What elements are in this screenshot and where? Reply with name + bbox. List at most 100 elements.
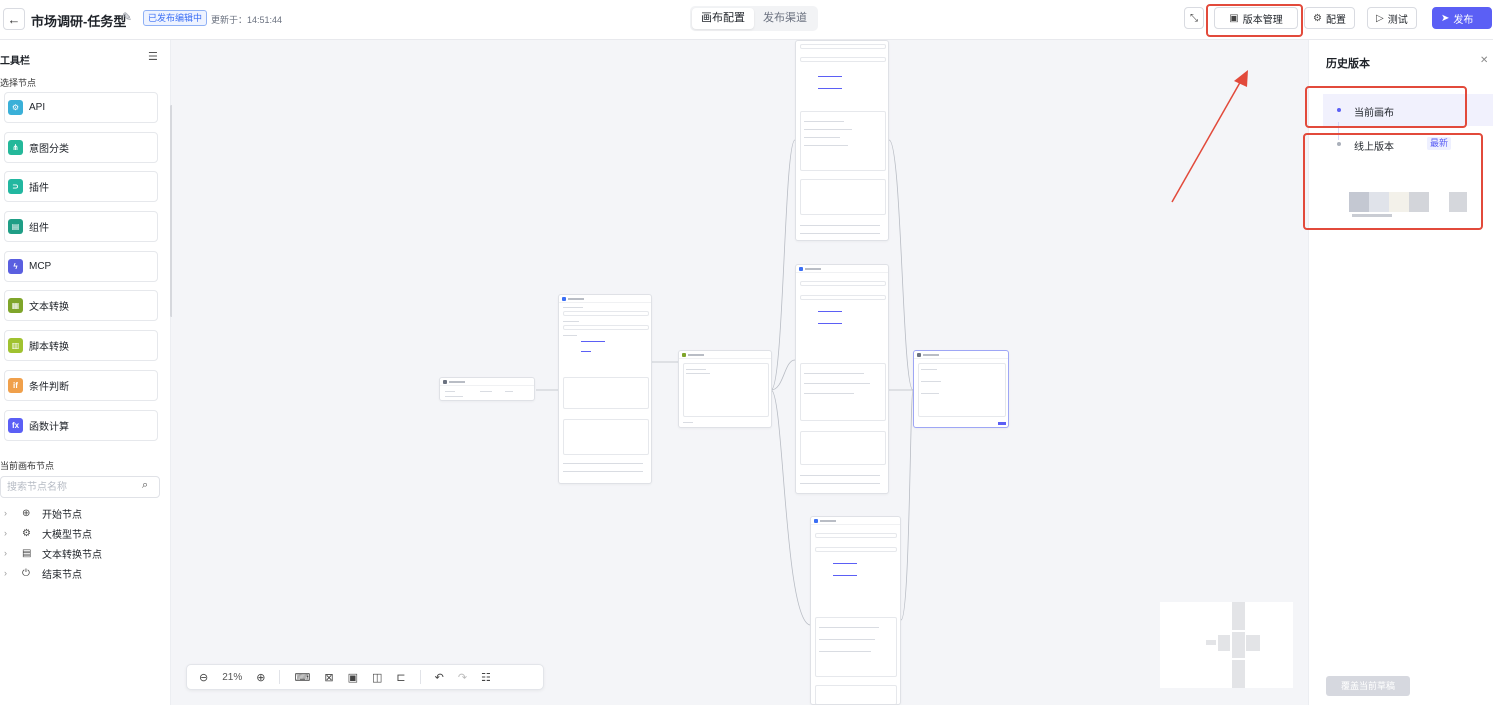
condition-icon: if xyxy=(8,378,23,393)
version-dot xyxy=(1337,108,1341,112)
node-item-label: 插件 xyxy=(29,183,49,194)
history-panel: 历史版本 ✕ 当前画布 线上版本 最新 覆盖当前草稿 xyxy=(1308,40,1493,705)
canvas-nodes-label: 当前画布节点 xyxy=(0,461,55,471)
workflow-node-llm-top[interactable] xyxy=(795,40,889,241)
zoom-out-icon[interactable]: ⊖ xyxy=(199,671,209,684)
blurred-info xyxy=(1349,192,1369,212)
toolbar-scrollbar[interactable] xyxy=(170,105,173,317)
add-note-icon[interactable]: ▣ xyxy=(347,671,358,684)
select-nodes-label: 选择节点 xyxy=(0,78,37,88)
undo-icon[interactable]: ↶ xyxy=(434,671,444,684)
node-item-function[interactable]: fx 函数计算 xyxy=(4,410,158,441)
node-item-label: 文本转换 xyxy=(29,302,69,313)
tree-item-label: 文本转换节点 xyxy=(42,549,102,561)
zoom-in-icon[interactable]: ⊕ xyxy=(256,671,266,684)
edge-text-llm-mid xyxy=(770,359,796,391)
publish-button[interactable]: ➤ 发布 xyxy=(1432,7,1492,29)
node-item-api[interactable]: ⚙ API xyxy=(4,92,158,123)
component-icon: ▤ xyxy=(8,219,23,234)
node-item-mcp[interactable]: ϟ MCP xyxy=(4,251,158,282)
minimap[interactable] xyxy=(1160,602,1293,688)
workflow-node-end[interactable] xyxy=(913,350,1009,428)
canvas-toolbar: ⊖ 21% ⊕ ⌨ ⊠ ▣ ◫ ⊏ ↶ ↷ ☷ xyxy=(186,664,544,690)
tree-item-label: 结束节点 xyxy=(42,569,82,581)
close-icon[interactable]: ✕ xyxy=(1480,55,1489,66)
node-toolbar: 工具栏 ☰ 选择节点 ⚙ API ⋔ 意图分类 ⊃ 插件 ▤ 组件 ϟ MCP … xyxy=(0,40,171,705)
tree-item-label: 开始节点 xyxy=(42,509,82,521)
publish-label: 发布 xyxy=(1453,14,1474,26)
node-search-input[interactable] xyxy=(0,476,160,498)
node-item-condition[interactable]: if 条件判断 xyxy=(4,370,158,401)
collapse-icon: ⤡ xyxy=(1190,12,1198,24)
auto-arrange-icon[interactable]: ⊏ xyxy=(396,671,406,684)
restore-draft-button[interactable]: 覆盖当前草稿 xyxy=(1326,676,1410,696)
node-item-label: MCP xyxy=(29,261,52,272)
layout-icon[interactable]: ◫ xyxy=(371,671,383,684)
minimap-toggle-icon[interactable]: ☷ xyxy=(481,671,491,684)
workflow-node-llm-bottom[interactable] xyxy=(810,516,901,705)
tree-item-llm[interactable]: › ⚙ 大模型节点 xyxy=(4,526,92,541)
search-icon[interactable]: ⌕ xyxy=(142,479,149,491)
text-convert-icon: ▦ xyxy=(8,298,23,313)
tab-canvas-config[interactable]: 画布配置 xyxy=(692,8,754,29)
redo-icon[interactable]: ↷ xyxy=(457,671,468,684)
llm-icon: ⚙ xyxy=(22,527,31,539)
node-item-component[interactable]: ▤ 组件 xyxy=(4,211,158,242)
tree-item-end[interactable]: › ⏻ 结束节点 xyxy=(4,566,82,581)
start-icon: ⊕ xyxy=(22,507,31,519)
workflow-canvas[interactable] xyxy=(172,40,1308,705)
updated-time: 更新于：14:51:44 xyxy=(211,15,283,25)
version-icon: ▣ xyxy=(1229,12,1239,24)
collapse-toolbar-icon[interactable]: ☰ xyxy=(148,51,158,63)
tab-publish-channel[interactable]: 发布渠道 xyxy=(763,12,807,24)
workflow-node-llm[interactable] xyxy=(558,294,652,484)
toolbar-title: 工具栏 xyxy=(0,56,30,67)
newest-badge: 最新 xyxy=(1427,137,1452,150)
node-item-label: 函数计算 xyxy=(29,422,69,433)
chevron-right-icon[interactable]: › xyxy=(4,508,7,518)
workflow-node-start[interactable] xyxy=(439,377,535,401)
annotation-arrow xyxy=(1171,70,1248,203)
version-current-label: 当前画布 xyxy=(1354,108,1394,119)
edge-text-llm-top xyxy=(770,139,796,391)
version-management-label: 版本管理 xyxy=(1242,14,1283,26)
edge-text-llm-bottom xyxy=(770,389,811,626)
node-item-label: 条件判断 xyxy=(29,382,69,393)
chevron-right-icon[interactable]: › xyxy=(4,568,7,578)
send-icon: ➤ xyxy=(1441,12,1450,24)
edge-bottom-end xyxy=(900,389,914,621)
fit-view-icon[interactable]: ⊠ xyxy=(324,671,334,684)
chevron-right-icon[interactable]: › xyxy=(4,548,7,558)
api-icon: ⚙ xyxy=(8,100,23,115)
intent-icon: ⋔ xyxy=(8,140,23,155)
config-button[interactable]: ⚙ 配置 xyxy=(1304,7,1355,29)
node-item-text-convert[interactable]: ▦ 文本转换 xyxy=(4,290,158,321)
edge-layer xyxy=(536,139,914,626)
chevron-right-icon[interactable]: › xyxy=(4,528,7,538)
node-item-intent[interactable]: ⋔ 意图分类 xyxy=(4,132,158,163)
mouse-mode-icon[interactable]: ⌨ xyxy=(294,671,311,684)
edit-title-icon[interactable]: ✎ xyxy=(122,10,133,24)
app-title: 市场调研-任务型 xyxy=(31,14,127,29)
test-button[interactable]: ▷ 测试 xyxy=(1367,7,1417,29)
tree-item-label: 大模型节点 xyxy=(42,529,92,541)
fullscreen-button[interactable]: ⤡ xyxy=(1184,7,1204,29)
tree-item-text-node[interactable]: › ▤ 文本转换节点 xyxy=(4,546,102,561)
gear-icon: ⚙ xyxy=(1313,12,1322,24)
version-management-button[interactable]: ▣ 版本管理 xyxy=(1214,7,1298,29)
play-icon: ▷ xyxy=(1376,12,1384,24)
tree-item-start[interactable]: › ⊕ 开始节点 xyxy=(4,506,82,521)
node-item-plugin[interactable]: ⊃ 插件 xyxy=(4,171,158,202)
plugin-icon: ⊃ xyxy=(8,179,23,194)
function-icon: fx xyxy=(8,418,23,433)
node-item-label: 脚本转换 xyxy=(29,342,69,353)
node-item-script-convert[interactable]: ▥ 脚本转换 xyxy=(4,330,158,361)
node-item-label: API xyxy=(29,102,46,113)
workflow-node-text-convert[interactable] xyxy=(678,350,772,428)
version-current[interactable] xyxy=(1323,94,1493,126)
back-button[interactable]: ← xyxy=(3,8,25,30)
zoom-level: 21% xyxy=(222,671,243,683)
arrow-left-icon: ← xyxy=(7,11,21,27)
workflow-node-llm-middle[interactable] xyxy=(795,264,889,494)
version-online-label[interactable]: 线上版本 xyxy=(1354,142,1394,153)
